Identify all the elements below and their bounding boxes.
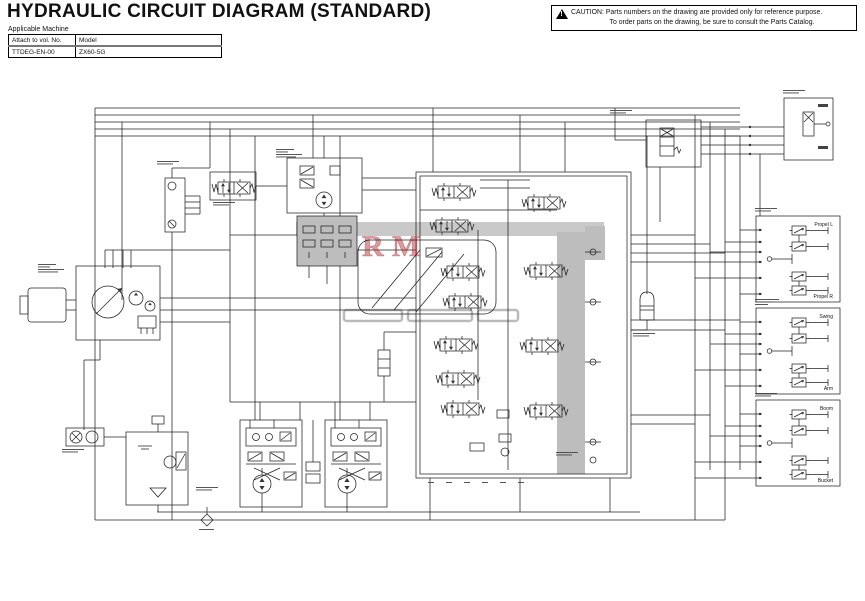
gray-shading-bands (296, 222, 605, 474)
watermark-letter-m: M (392, 230, 420, 263)
hydraulic-tank (125, 415, 218, 512)
boom-swing-valve (377, 331, 416, 402)
caution-line1: CAUTION: Parts numbers on the drawing ar… (571, 9, 823, 16)
pilot-shutoff-valve (157, 161, 287, 520)
solenoid-valve-unit (610, 110, 784, 222)
label-arm: Arm (824, 386, 833, 392)
watermark-text-blur (343, 309, 519, 322)
watermark-logo (357, 239, 497, 315)
caution-line2: To order parts on the drawing, be sure t… (609, 19, 815, 26)
return-check-assembly (62, 427, 126, 453)
control-valve (415, 171, 632, 483)
pilot-valve-blade (783, 90, 834, 161)
pilot-bus-lines (94, 107, 741, 520)
accumulator (631, 291, 655, 337)
table-header-model: Model (75, 34, 222, 47)
label-propel-r: Propel R (814, 294, 834, 300)
travel-motor-right (324, 419, 388, 513)
warning-triangle-icon (556, 9, 568, 19)
watermark: R M (343, 230, 519, 322)
caution-box: CAUTION: Parts numbers on the drawing ar… (551, 5, 857, 31)
swing-motor-unit (276, 149, 416, 216)
label-propel-l: Propel L (814, 222, 833, 228)
table-value-model: ZX60-5G (75, 45, 222, 58)
pilot-valve-right-lever: Boom Bucket (695, 393, 840, 486)
pilot-valve-travel: Propel L Propel R (695, 208, 840, 302)
pilot-signal-manifold (230, 215, 416, 284)
table-header-vol: Attach to vol. No. (8, 34, 76, 47)
label-swing: Swing (819, 314, 833, 320)
port-label-row (428, 482, 524, 483)
page-title: HYDRAULIC CIRCUIT DIAGRAM (STANDARD) (7, 1, 432, 22)
applicable-machine-caption: Applicable Machine (8, 26, 69, 33)
table-value-vol: TTDEG-EN-00 (8, 45, 76, 58)
return-lines (95, 478, 725, 530)
travel-shuttle (230, 401, 416, 484)
watermark-letter-r: R (362, 230, 384, 263)
engine-pump-assembly (19, 249, 416, 430)
pilot-valve-left-lever: Swing Arm (695, 299, 840, 394)
applicable-machine-table: Attach to vol. No. Model TTDEG-EN-00 ZX6… (8, 34, 222, 58)
label-boom: Boom (820, 406, 833, 412)
travel-motor-left (239, 419, 303, 513)
label-bucket: Bucket (818, 478, 834, 484)
